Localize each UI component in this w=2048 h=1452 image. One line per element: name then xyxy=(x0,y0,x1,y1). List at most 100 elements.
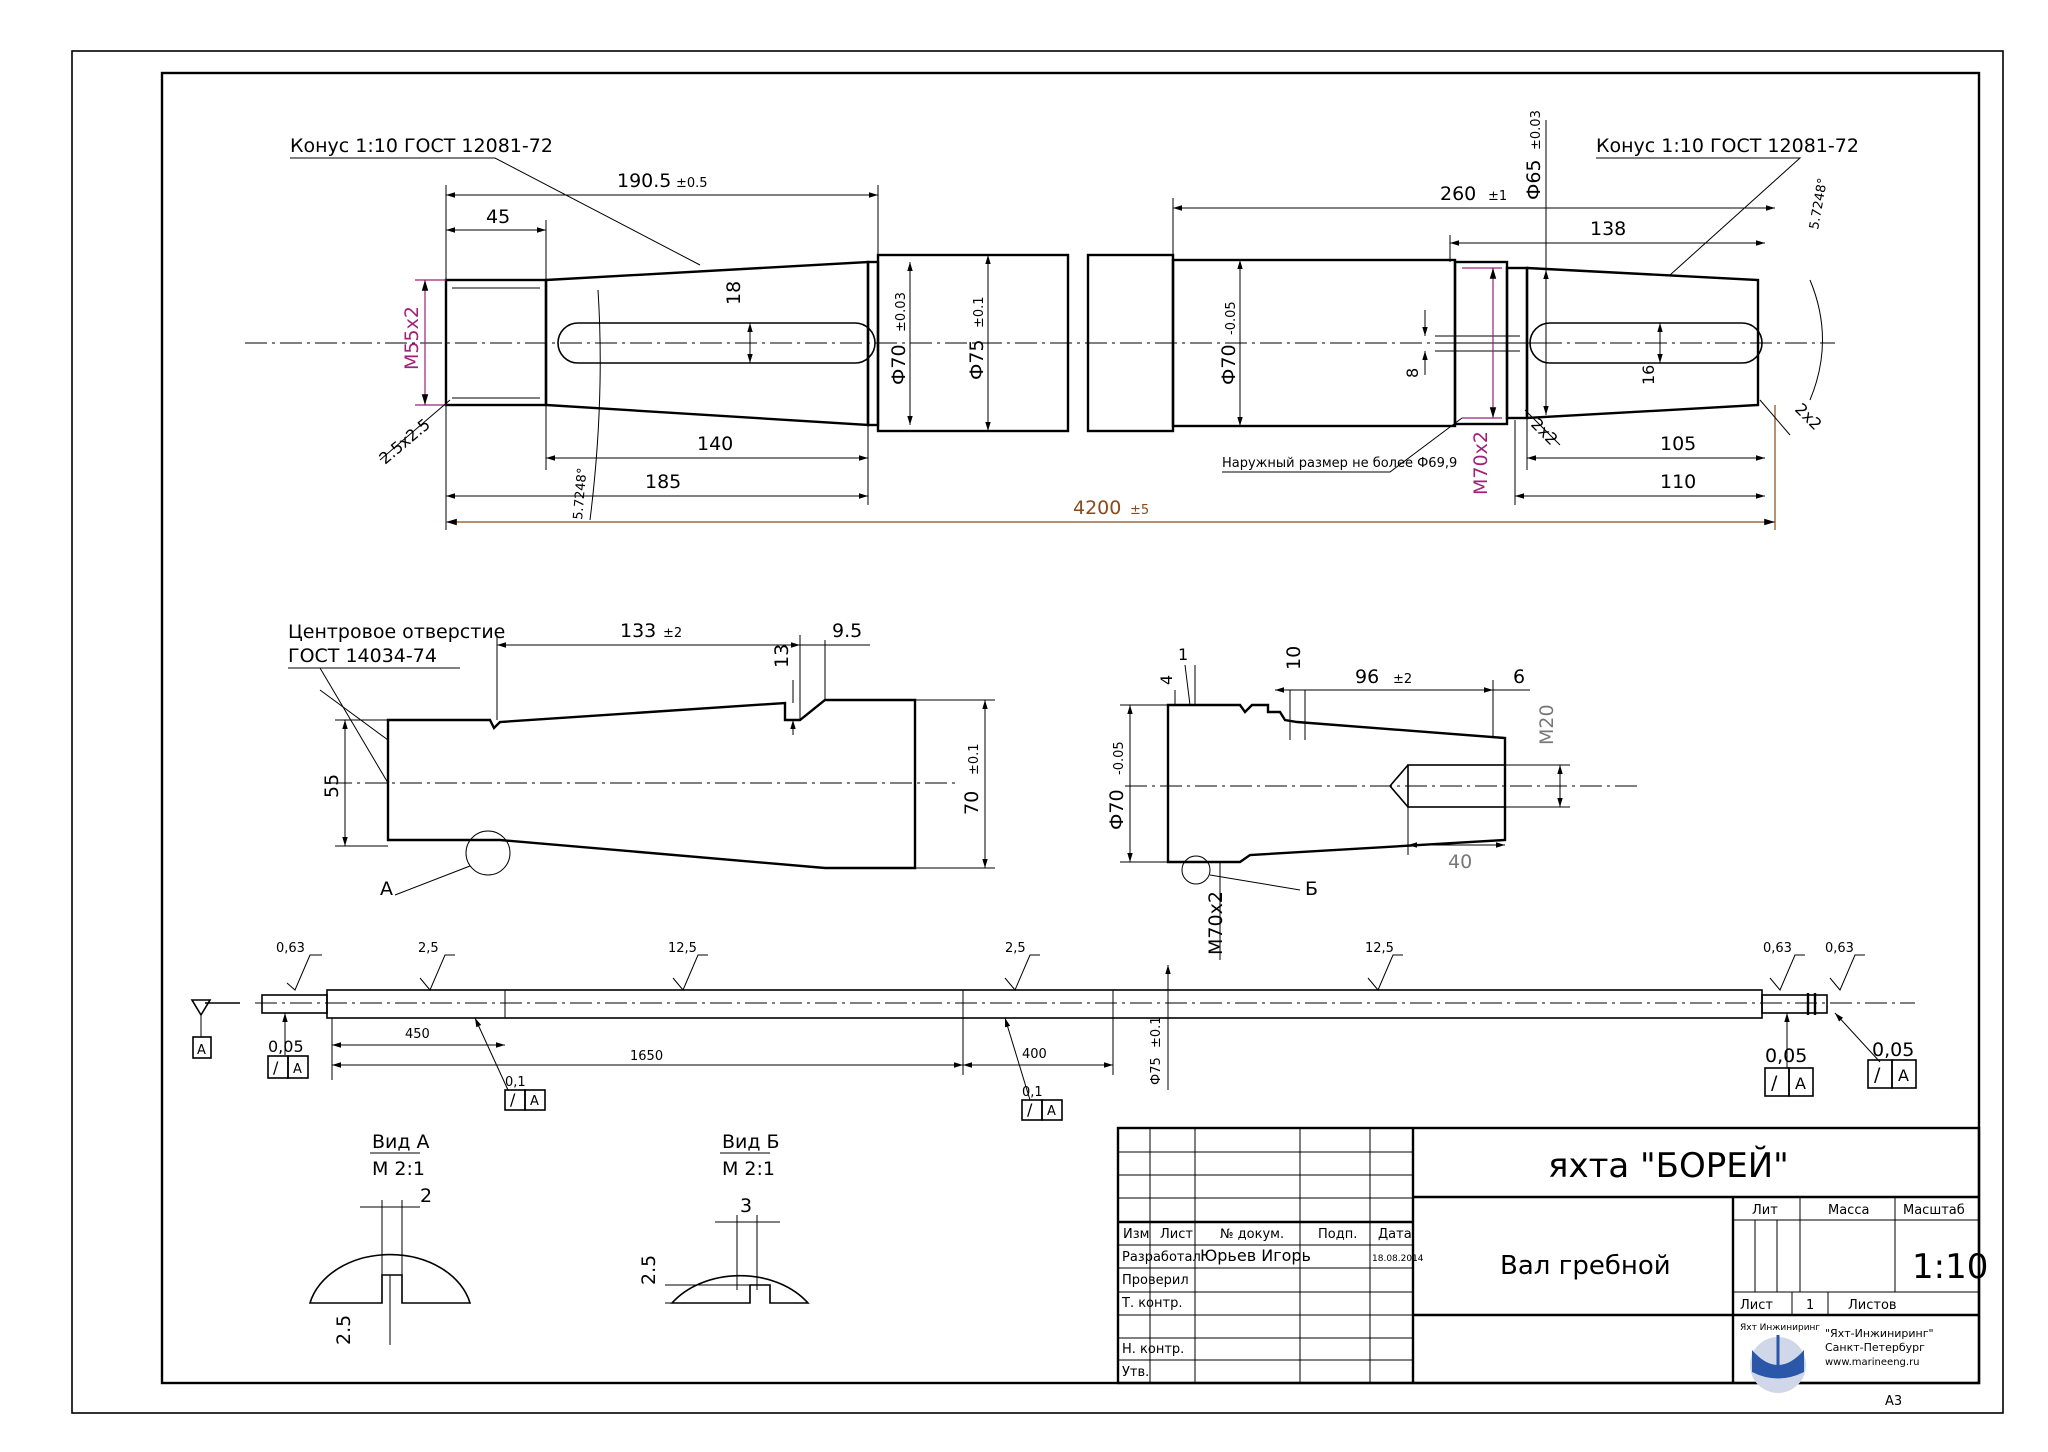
dim-chamfer-right2: 2x2 xyxy=(1791,399,1826,434)
svg-text:/: / xyxy=(1874,1064,1881,1086)
view-a-dim-2: 2 xyxy=(420,1185,432,1207)
dim-m55: M55x2 xyxy=(401,306,423,370)
dim-d75-shaft: Ф75 xyxy=(1149,1057,1164,1085)
dim-45: 45 xyxy=(486,206,510,228)
svg-text:A: A xyxy=(530,1094,539,1109)
svg-text:-0.05: -0.05 xyxy=(1224,301,1239,335)
hdr-list: Лист xyxy=(1160,1227,1193,1242)
view-b-dim-2-5: 2.5 xyxy=(638,1255,660,1285)
dim-1: 1 xyxy=(1178,645,1188,664)
svg-text:A: A xyxy=(1047,1104,1056,1119)
dim-6: 6 xyxy=(1513,666,1525,688)
part-name: Вал гребной xyxy=(1500,1251,1671,1281)
row-dev: Разработал xyxy=(1122,1250,1201,1265)
tol-005c: 0,05 xyxy=(1872,1039,1914,1061)
lit-header: Лит xyxy=(1752,1203,1778,1218)
view-a-dim-2-5: 2.5 xyxy=(333,1315,355,1345)
svg-text:A: A xyxy=(1795,1074,1806,1093)
svg-text:±5: ±5 xyxy=(1130,503,1149,518)
dim-10: 10 xyxy=(1283,646,1305,670)
company-line3: www.marineeng.ru xyxy=(1825,1357,1920,1368)
roughness-063b: 0,63 xyxy=(1763,941,1792,956)
svg-text:±0.5: ±0.5 xyxy=(676,176,708,191)
view-b-scale: M 2:1 xyxy=(722,1158,775,1180)
note-outer: Наружный размер не более Ф69,9 xyxy=(1222,456,1457,471)
dim-d75: Ф75 xyxy=(966,339,988,380)
roughness-063c: 0,63 xyxy=(1825,941,1854,956)
tol-005b: 0,05 xyxy=(1765,1045,1807,1067)
svg-text:/: / xyxy=(1771,1072,1778,1094)
dim-133: 133 xyxy=(620,620,656,642)
svg-text:/: / xyxy=(510,1090,516,1109)
dim-m20: M20 xyxy=(1536,704,1558,745)
view-b-title: Вид Б xyxy=(722,1131,780,1153)
project-title: яхта "БОРЕЙ" xyxy=(1548,1145,1789,1186)
dim-96: 96 xyxy=(1355,666,1379,688)
cone-right-label: Конус 1:10 ГОСТ 12081-72 xyxy=(1596,135,1859,157)
svg-text:A: A xyxy=(293,1062,302,1077)
tol-01b: 0,1 xyxy=(1022,1085,1043,1100)
svg-text:-0.05: -0.05 xyxy=(1112,741,1127,775)
dim-m70: M70x2 xyxy=(1205,891,1227,955)
svg-text:Яхт Инжиниринг: Яхт Инжиниринг xyxy=(1740,1323,1820,1333)
tol-005a: 0,05 xyxy=(268,1037,304,1056)
sheet-num: 1 xyxy=(1806,1298,1814,1313)
dim-450: 450 xyxy=(405,1027,430,1042)
dim-4: 4 xyxy=(1157,675,1176,685)
cone-left-label: Конус 1:10 ГОСТ 12081-72 xyxy=(290,135,553,157)
view-b: Вид Б M 2:1 3 2.5 xyxy=(638,1131,810,1304)
row-check: Проверил xyxy=(1122,1273,1189,1288)
datum-a: A xyxy=(197,1043,206,1058)
hdr-sign: Подп. xyxy=(1318,1227,1357,1242)
top-view: Конус 1:10 ГОСТ 12081-72 190.5 ±0.5 45 1… xyxy=(245,110,1859,530)
dim-13: 13 xyxy=(771,644,793,668)
svg-text:/: / xyxy=(273,1058,279,1077)
dev-name: Юрьев Игорь xyxy=(1200,1246,1311,1265)
dim-138: 138 xyxy=(1590,218,1626,240)
roughness-125a: 12,5 xyxy=(668,941,697,956)
mass-header: Масса xyxy=(1828,1203,1869,1218)
svg-text:±2: ±2 xyxy=(663,626,682,641)
dim-chamfer-left: 2.5x2.5 xyxy=(375,415,433,468)
dim-55: 55 xyxy=(321,774,343,798)
section-right: 1 4 10 96 ±2 6 M20 Ф70 -0.05 40 M70x2 Б xyxy=(1106,645,1640,960)
dim-185: 185 xyxy=(645,471,681,493)
roughness-25b: 2,5 xyxy=(1005,941,1026,956)
dim-1650: 1650 xyxy=(630,1049,663,1064)
dim-105: 105 xyxy=(1660,433,1696,455)
dim-m70: M70x2 xyxy=(1470,431,1492,495)
dim-16: 16 xyxy=(1639,365,1658,385)
svg-text:±0.03: ±0.03 xyxy=(894,292,909,332)
dim-40: 40 xyxy=(1448,851,1472,873)
dev-date: 18.08.2014 xyxy=(1372,1254,1424,1264)
dim-d70b: Ф70 xyxy=(1218,344,1240,385)
dim-d65: Ф65 xyxy=(1523,159,1545,200)
roughness-063a: 0,63 xyxy=(276,941,305,956)
sheets-label: Листов xyxy=(1848,1298,1897,1313)
view-a: Вид А M 2:1 2 2.5 xyxy=(308,1131,472,1345)
inner-frame xyxy=(160,71,1981,1385)
svg-text:±0.03: ±0.03 xyxy=(1529,110,1544,150)
company-line2: Санкт-Петербург xyxy=(1825,1341,1925,1354)
view-a-scale: M 2:1 xyxy=(372,1158,425,1180)
roughness-25a: 2,5 xyxy=(418,941,439,956)
row-approve: Утв. xyxy=(1122,1365,1149,1380)
dim-4200: 4200 xyxy=(1073,497,1121,519)
title-block: Изм Лист № докум. Подп. Дата Разработал … xyxy=(1116,1126,1988,1409)
shaft-view: A 0,63 2,5 12,5 2,5 12,5 0,63 0,63 0,05 … xyxy=(190,941,1917,1121)
callout-a: А xyxy=(380,878,393,900)
dim-chamfer-right1: 2x2 xyxy=(1527,414,1562,449)
dim-8: 8 xyxy=(1403,368,1422,378)
hdr-date: Дата xyxy=(1378,1227,1412,1242)
hdr-izm: Изм xyxy=(1123,1227,1149,1242)
company-logo: Яхт Инжиниринг xyxy=(1740,1323,1820,1393)
dim-190: 190.5 xyxy=(617,170,671,192)
svg-text:A: A xyxy=(1898,1066,1909,1085)
svg-text:±0.1: ±0.1 xyxy=(967,743,982,775)
scale-header: Масштаб xyxy=(1903,1203,1965,1218)
roughness-marks: 0,63 2,5 12,5 2,5 12,5 0,63 0,63 xyxy=(276,941,1865,991)
svg-text:/: / xyxy=(1027,1100,1033,1119)
center-hole-label-2: ГОСТ 14034-74 xyxy=(288,645,437,667)
dim-70: 70 xyxy=(961,791,983,815)
